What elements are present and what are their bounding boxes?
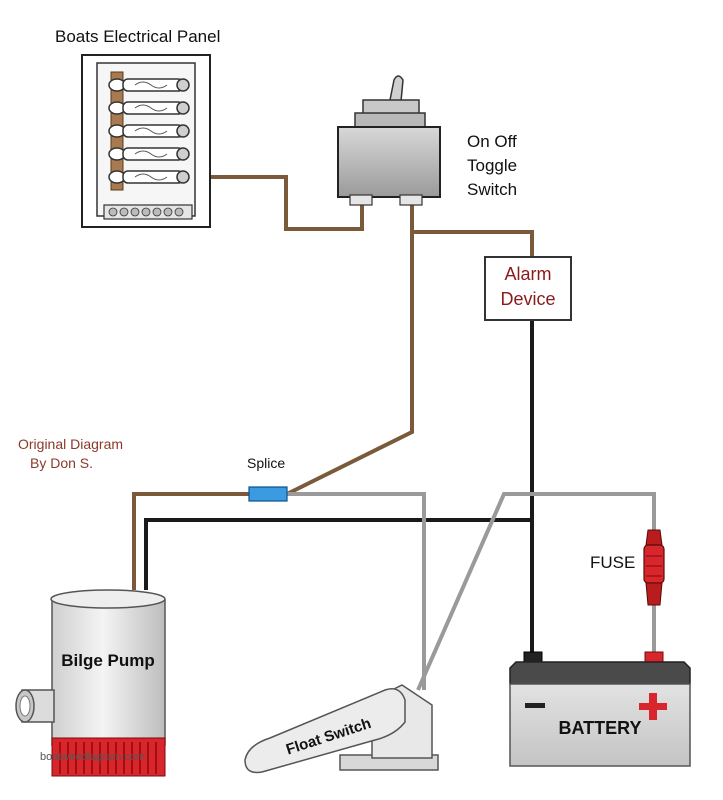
wire-pump-ground — [144, 518, 532, 590]
float-switch: Float Switch — [244, 684, 439, 774]
fuse-label: FUSE — [590, 553, 635, 572]
toggle-switch-label-1: On Off — [467, 132, 517, 151]
wires — [132, 175, 656, 691]
toggle-switch — [337, 75, 441, 206]
battery-label: BATTERY — [559, 718, 642, 738]
panel-fuses — [108, 78, 190, 184]
credit-line-1: Original Diagram — [18, 436, 123, 452]
electrical-panel — [81, 54, 211, 228]
wire-panel-to-switch — [186, 175, 364, 231]
bilge-pump-label: Bilge Pump — [61, 651, 155, 670]
credit-line-2: By Don S. — [30, 455, 93, 471]
alarm-device: Alarm Device — [484, 256, 572, 321]
inline-fuse — [643, 529, 665, 606]
wire-switch-to-splice — [286, 232, 414, 496]
battery: BATTERY — [509, 651, 691, 767]
splice-label: Splice — [247, 455, 285, 471]
minus-icon — [525, 703, 545, 708]
alarm-device-label-2: Device — [500, 289, 555, 309]
wire-float-to-fuse — [416, 492, 656, 691]
wire-splice-to-pump — [132, 492, 249, 590]
watermark: boatwirediagram.com — [40, 751, 145, 763]
plus-icon — [639, 693, 667, 720]
splice-connector — [248, 486, 288, 502]
toggle-switch-label-3: Switch — [467, 180, 517, 199]
panel-title: Boats Electrical Panel — [55, 27, 220, 46]
float-switch-arm — [244, 688, 406, 774]
alarm-device-label-1: Alarm — [504, 264, 551, 284]
wire-splice-to-float — [287, 492, 426, 690]
toggle-switch-label-2: Toggle — [467, 156, 517, 175]
bilge-pump: Bilge Pump — [15, 589, 166, 777]
wire-switch-to-alarm — [410, 200, 534, 258]
